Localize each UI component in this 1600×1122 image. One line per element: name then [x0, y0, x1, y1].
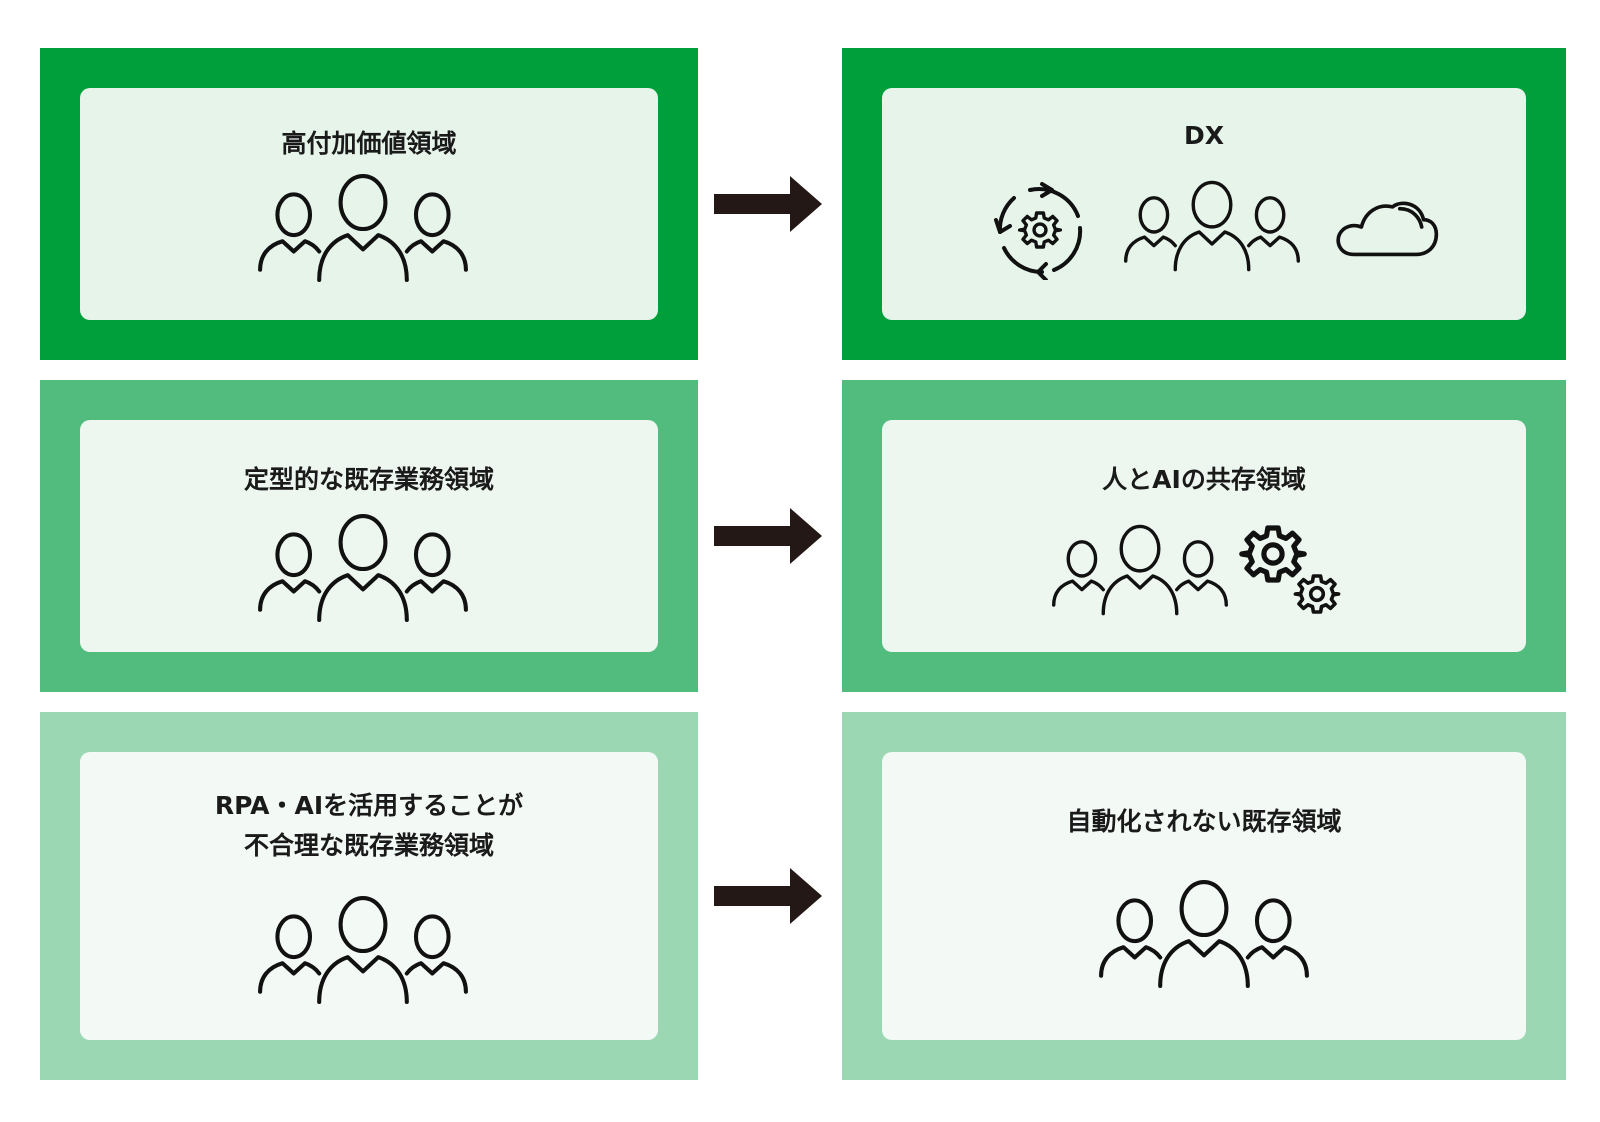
tier2-right-card: 人とAIの共存領域 [882, 420, 1526, 652]
tier2-right-panel: 人とAIの共存領域 [842, 380, 1566, 692]
tier3-right-panel: 自動化されない既存領域 [842, 712, 1566, 1080]
arrow-right-icon [714, 176, 822, 232]
tier2-left-panel: 定型的な既存業務領域 [40, 380, 698, 692]
panel-title: 定型的な既存業務領域 [243, 465, 494, 494]
arrow-right-icon [714, 868, 822, 924]
cloud-icon [1336, 201, 1439, 257]
panel-title: 高付加価値領域 [281, 129, 457, 158]
people-group-icon [257, 174, 469, 282]
tier2-left-card: 定型的な既存業務領域 [80, 420, 658, 652]
tier1-left-panel: 高付加価値領域 [40, 48, 698, 360]
tier3-right-card: 自動化されない既存領域 [882, 752, 1526, 1040]
tier1-right-card: DX [882, 88, 1526, 320]
people-group-icon [257, 514, 469, 622]
tier1-left-card: 高付加価値領域 [80, 88, 658, 320]
people-group-icon [1052, 524, 1228, 616]
people-group-icon [1124, 180, 1300, 272]
panel-title: RPA・AIを活用することが 不合理な既存業務領域 [214, 791, 524, 860]
rotating-gear-icon [994, 182, 1083, 280]
panel-title: DX [1183, 121, 1225, 150]
people-group-icon [1098, 880, 1310, 988]
arrow-right-icon [714, 508, 822, 564]
tier3-left-panel: RPA・AIを活用することが 不合理な既存業務領域 [40, 712, 698, 1080]
panel-title: 自動化されない既存領域 [1066, 807, 1342, 836]
panel-title: 人とAIの共存領域 [1102, 465, 1306, 494]
tier1-right-panel: DX [842, 48, 1566, 360]
gears-icon [1237, 520, 1341, 614]
tier3-left-card: RPA・AIを活用することが 不合理な既存業務領域 [80, 752, 658, 1040]
people-group-icon [257, 896, 469, 1004]
